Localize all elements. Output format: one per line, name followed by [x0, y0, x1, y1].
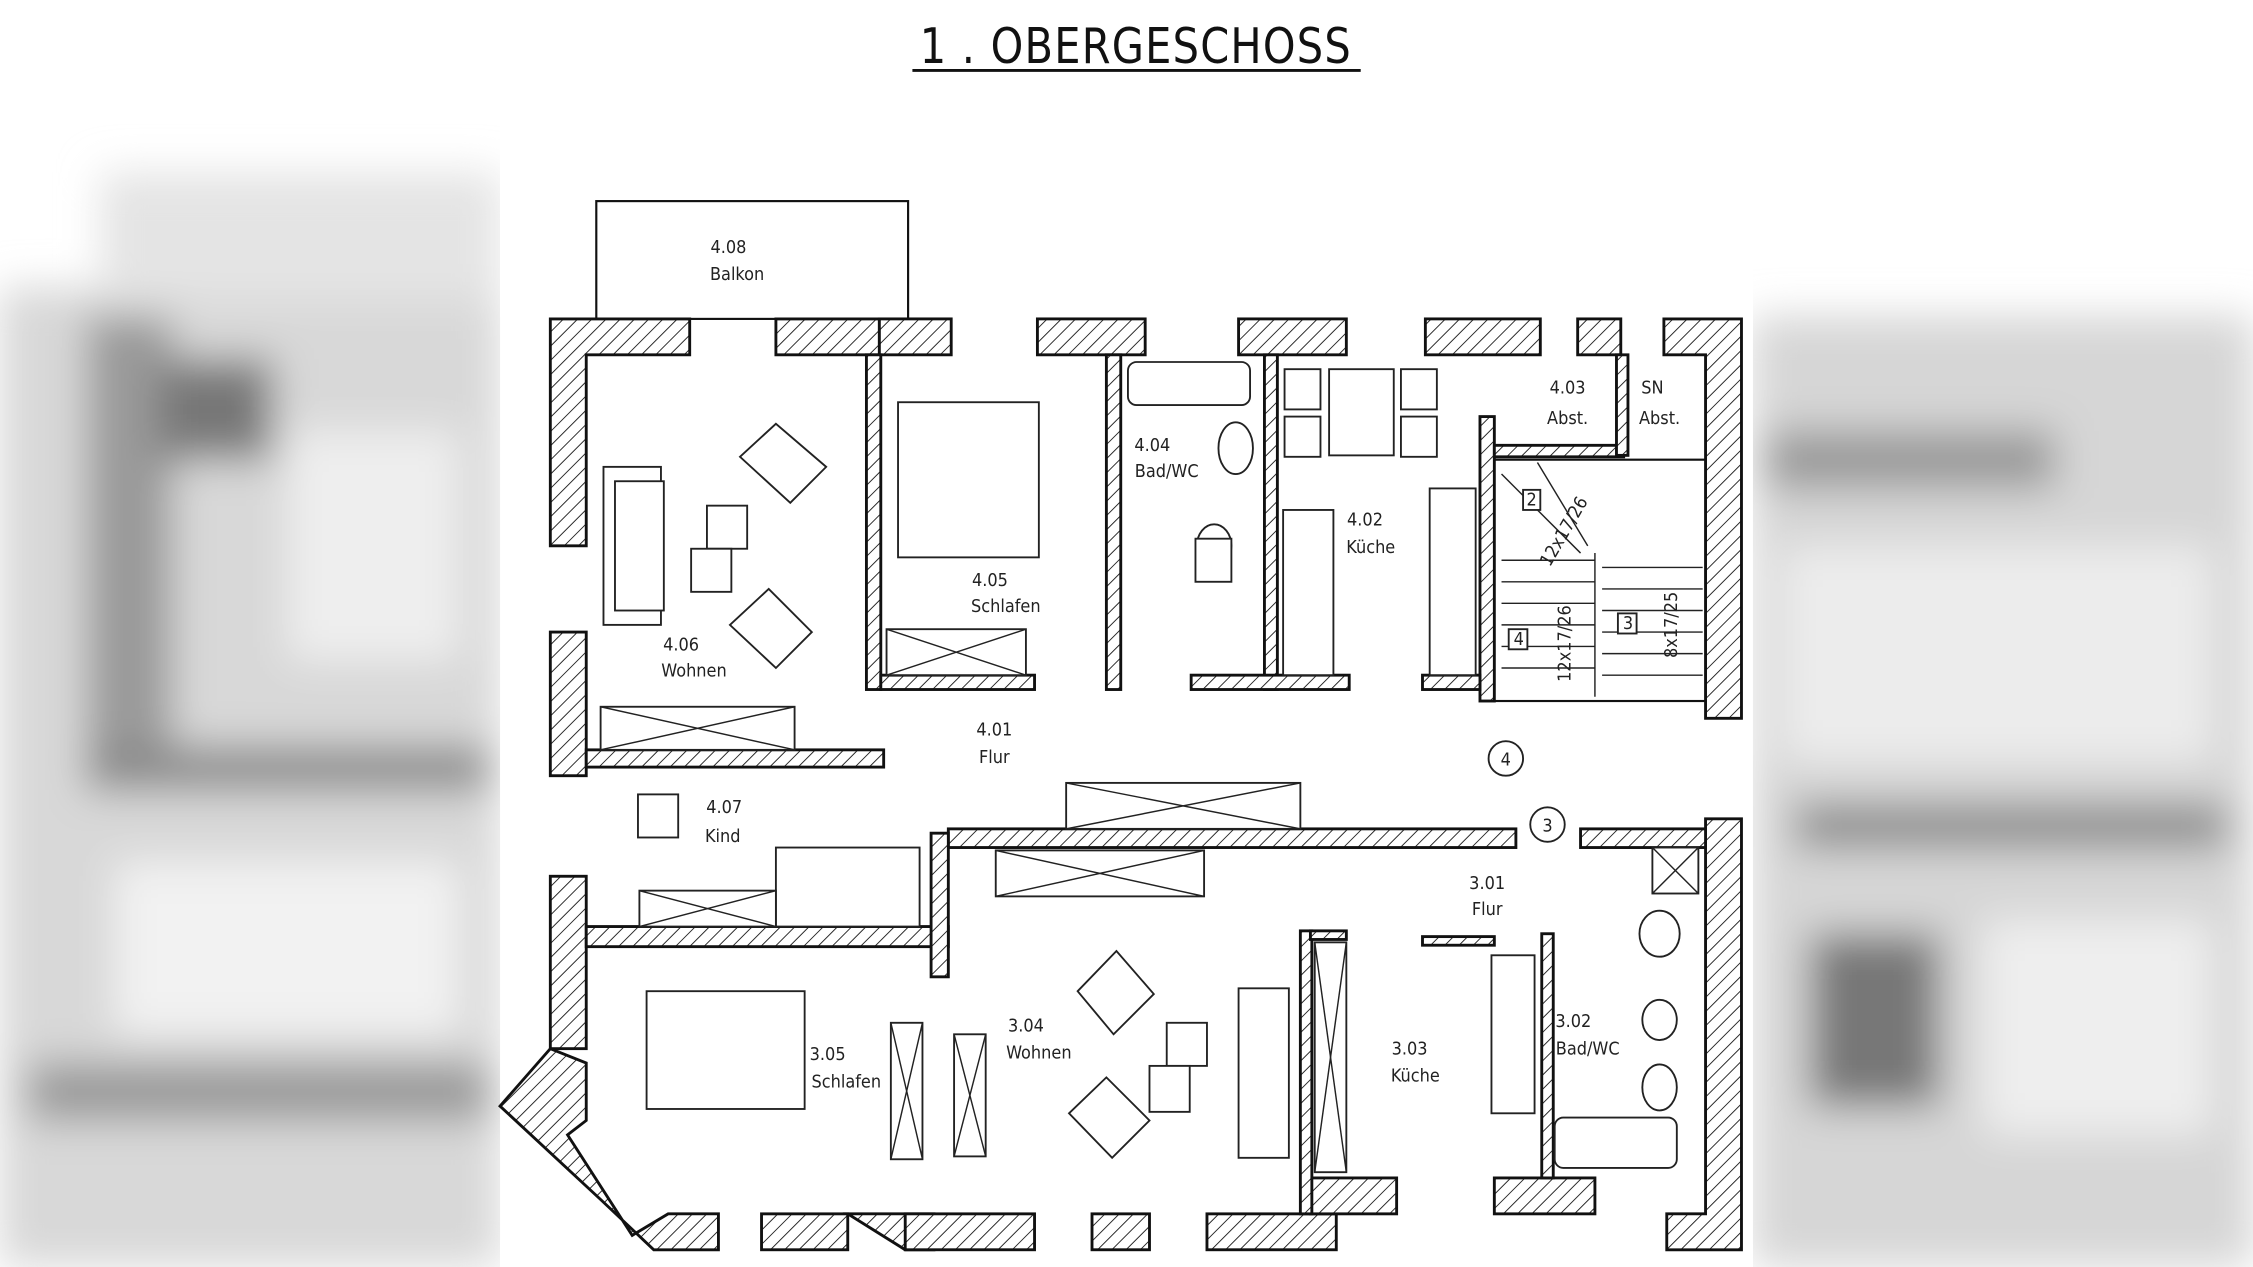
svg-text:Schlafen: Schlafen: [971, 596, 1041, 617]
svg-text:3.05: 3.05: [810, 1044, 846, 1065]
stair-marker-2: 2: [1527, 490, 1537, 511]
apartment-marker-4-label: 4: [1501, 750, 1511, 771]
svg-text:Bad/WC: Bad/WC: [1556, 1038, 1620, 1059]
svg-text:4.04: 4.04: [1134, 435, 1170, 456]
svg-text:4.01: 4.01: [976, 719, 1012, 740]
apartment-marker-3: [1529, 806, 1566, 843]
svg-text:3.02: 3.02: [1555, 1011, 1591, 1032]
interior-walls: [584, 353, 1707, 1216]
svg-text:Flur: Flur: [979, 747, 1010, 768]
plan-title: 1 . OBERGESCHOSS: [920, 18, 1352, 75]
svg-text:Küche: Küche: [1346, 537, 1395, 558]
svg-text:3.04: 3.04: [1008, 1015, 1044, 1036]
stair-marker-3: 3: [1623, 613, 1633, 634]
svg-text:Küche: Küche: [1391, 1066, 1440, 1087]
svg-text:4.02: 4.02: [1347, 510, 1383, 531]
balcony-outline: [595, 200, 910, 320]
svg-text:Flur: Flur: [1472, 899, 1503, 920]
apartment-marker-3-label: 3: [1542, 816, 1552, 837]
svg-text:SN: SN: [1641, 378, 1663, 399]
stair-marker-4: 4: [1514, 629, 1524, 650]
svg-text:Wohnen: Wohnen: [1006, 1043, 1071, 1064]
svg-text:Abst.: Abst.: [1547, 408, 1588, 429]
outer-walls: [498, 317, 1743, 1252]
svg-text:4.08: 4.08: [711, 237, 747, 258]
svg-text:4.05: 4.05: [972, 570, 1008, 591]
svg-text:Schlafen: Schlafen: [812, 1071, 882, 1092]
svg-text:Balkon: Balkon: [710, 264, 764, 285]
furniture: [599, 361, 1700, 1174]
svg-text:4.07: 4.07: [706, 797, 742, 818]
svg-text:4.03: 4.03: [1550, 378, 1586, 399]
svg-text:3.01: 3.01: [1469, 873, 1505, 894]
svg-text:3.03: 3.03: [1392, 1038, 1428, 1059]
blurred-background-right: [1752, 316, 2253, 1267]
svg-text:Wohnen: Wohnen: [661, 661, 726, 682]
stair-label-right: 8x17/25: [1661, 592, 1682, 658]
apartment-marker-4: [1487, 740, 1525, 777]
room-sn: SN Abst.: [1639, 378, 1680, 429]
svg-text:4.06: 4.06: [663, 635, 699, 656]
svg-text:Bad/WC: Bad/WC: [1135, 461, 1199, 482]
svg-text:Abst.: Abst.: [1639, 408, 1680, 429]
stair-label-left: 12x17/26: [1554, 605, 1575, 682]
blurred-background-left: [0, 0, 501, 1267]
svg-text:Kind: Kind: [705, 826, 741, 847]
